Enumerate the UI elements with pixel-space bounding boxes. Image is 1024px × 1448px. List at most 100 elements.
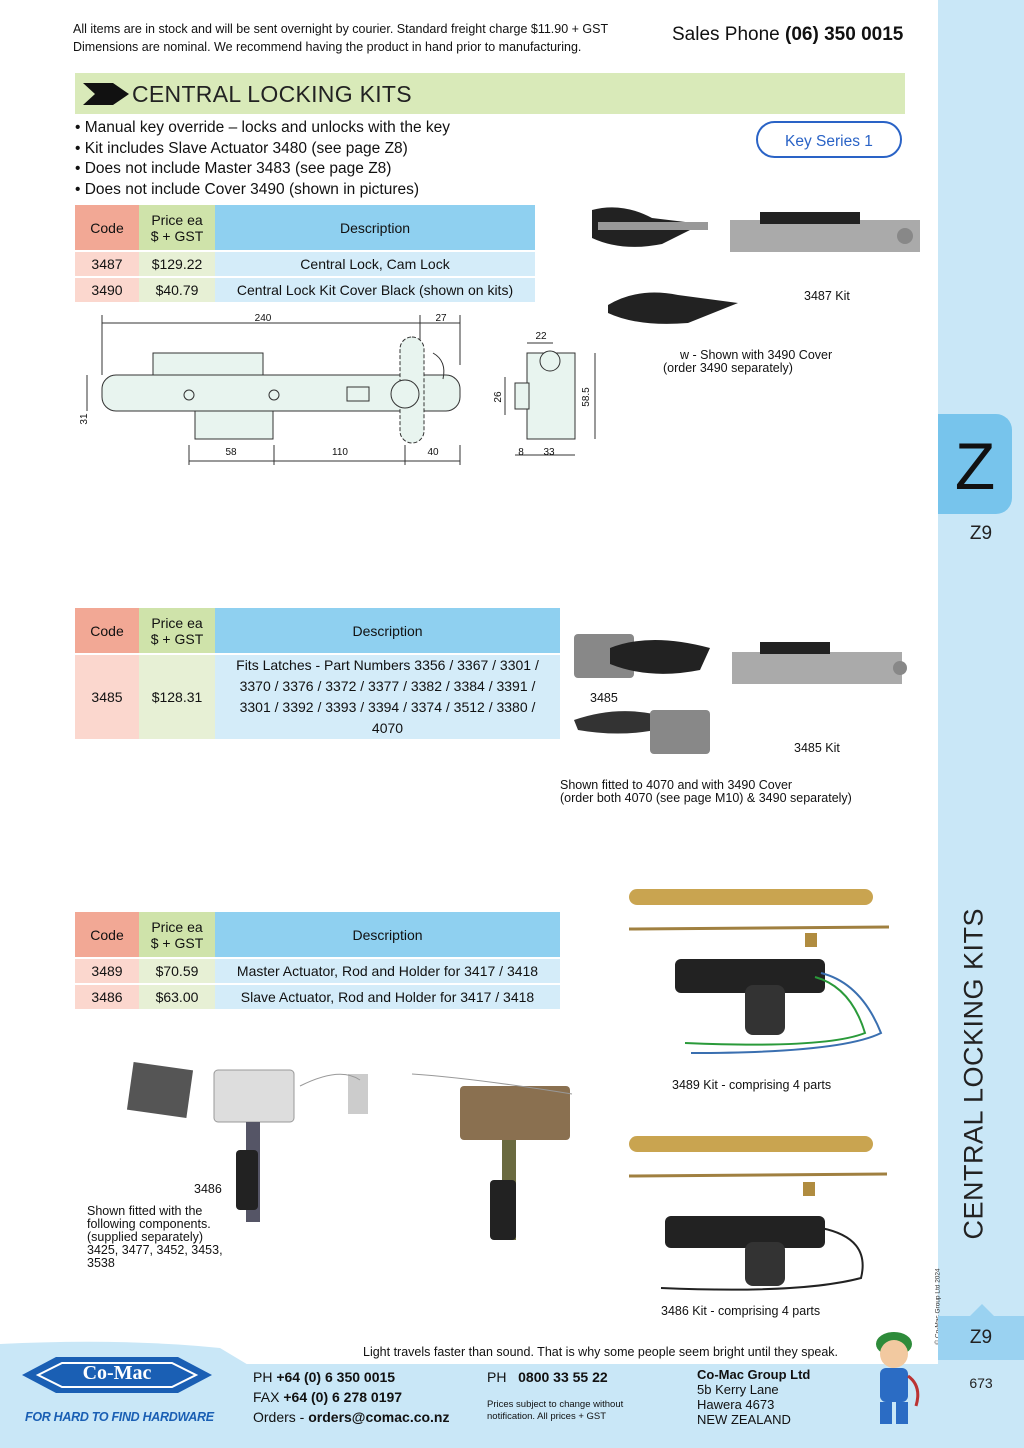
vertical-title: CENTRAL LOCKING KITS (958, 907, 989, 1240)
col-code: Code (75, 205, 139, 252)
caption-line: w - Shown with 3490 Cover (680, 348, 833, 362)
product-photo-3485 (574, 634, 907, 754)
address-block: Co-Mac Group Ltd 5b Kerry Lane Hawera 46… (697, 1367, 810, 1427)
col-description: Description (215, 608, 560, 655)
caption-line: 3538 (87, 1256, 115, 1270)
cell-price: $129.22 (139, 251, 215, 278)
cell-code: 3489 (75, 958, 139, 985)
feature-item: Kit includes Slave Actuator 3480 (see pa… (75, 139, 450, 160)
dim-58-5: 58.5 (581, 387, 592, 407)
contact-block: PH +64 (0) 6 350 0015 FAX +64 (0) 6 278 … (253, 1367, 450, 1427)
price-table-1: Code Price ea$ + GST Description 3487 $1… (75, 205, 535, 304)
comac-logo (22, 1357, 212, 1393)
dim-8: 8 (518, 447, 524, 458)
dim-26: 26 (493, 391, 504, 403)
sales-phone: Sales Phone (06) 350 0015 (672, 24, 903, 46)
arrow-icon (83, 83, 129, 105)
caption-line: Shown fitted with the (87, 1204, 203, 1218)
prices-note: Prices subject to change without notific… (487, 1399, 624, 1422)
caption-line: Shown fitted to 4070 and with 3490 Cover (560, 778, 793, 792)
dim-27: 27 (435, 313, 447, 324)
table-row: 3485 $128.31 Fits Latches - Part Numbers… (75, 654, 560, 741)
col-price: Price ea$ + GST (139, 205, 215, 252)
ph2-number[interactable]: 0800 33 55 22 (518, 1369, 608, 1385)
mascot-illustration (876, 1332, 920, 1424)
caption-line: (order 3490 separately) (663, 361, 793, 375)
cell-description: Master Actuator, Rod and Holder for 3417… (215, 958, 560, 985)
dim-240: 240 (255, 313, 272, 324)
caption-cover: w - Shown with 3490 Cover (order 3490 se… (663, 349, 832, 375)
fax-label: FAX (253, 1389, 280, 1405)
col-price: Price ea$ + GST (139, 912, 215, 959)
table-row: 3490 $40.79 Central Lock Kit Cover Black… (75, 277, 535, 304)
address-line: Hawera 4673 (697, 1397, 775, 1412)
table-row: 3487 $129.22 Central Lock, Cam Lock (75, 251, 535, 278)
cell-price: $63.00 (139, 984, 215, 1011)
cell-price: $128.31 (139, 654, 215, 741)
sales-number[interactable]: (06) 350 0015 (785, 24, 904, 45)
cell-code: 3490 (75, 277, 139, 304)
dim-58: 58 (225, 447, 237, 458)
ph2-label: PH (487, 1369, 507, 1385)
cell-code: 3485 (75, 654, 139, 741)
company-name: Co-Mac Group Ltd (697, 1367, 811, 1382)
price-table-3: Code Price ea$ + GST Description 3489 $7… (75, 912, 560, 1011)
caption-line: following components. (87, 1217, 211, 1231)
cell-description: Central Lock, Cam Lock (215, 251, 535, 278)
ph-number[interactable]: +64 (0) 6 350 0015 (276, 1369, 396, 1385)
product-photo-3486 (628, 1136, 888, 1291)
tagline: FOR HARD TO FIND HARDWARE (25, 1410, 214, 1424)
cell-description: Fits Latches - Part Numbers 3356 / 3367 … (215, 654, 560, 741)
col-code: Code (75, 912, 139, 959)
key-series-badge: Key Series 1 (756, 121, 902, 158)
cell-price: $70.59 (139, 958, 215, 985)
feature-list: Manual key override – locks and unlocks … (75, 118, 450, 200)
feature-item: Does not include Cover 3490 (shown in pi… (75, 180, 450, 201)
caption-components: Shown fitted with the following componen… (87, 1205, 223, 1270)
installation-photo (126, 1062, 573, 1240)
caption-3485: 3485 (590, 691, 618, 705)
page-code: Z9 (969, 523, 993, 544)
orders-email[interactable]: orders@comac.co.nz (308, 1409, 450, 1425)
table-header-row: Code Price ea$ + GST Description (75, 608, 560, 655)
orders-label: Orders - (253, 1409, 305, 1425)
page-tab-notch-icon (968, 1304, 996, 1318)
section-tab (938, 414, 1012, 514)
feature-item: Manual key override – locks and unlocks … (75, 118, 450, 139)
feature-item: Does not include Master 3483 (see page Z… (75, 159, 450, 180)
cell-code: 3487 (75, 251, 139, 278)
sidebar (938, 0, 1024, 1448)
freephone-block: PH 0800 33 55 22 (487, 1367, 608, 1387)
section-letter: Z (954, 429, 996, 503)
caption-line: (order both 4070 (see page M10) & 3490 s… (560, 791, 852, 805)
price-table-2: Code Price ea$ + GST Description 3485 $1… (75, 608, 560, 741)
caption-fitted: Shown fitted to 4070 and with 3490 Cover… (560, 779, 852, 805)
dim-31: 31 (79, 413, 90, 425)
table-row: 3489 $70.59 Master Actuator, Rod and Hol… (75, 958, 560, 985)
cell-code: 3486 (75, 984, 139, 1011)
caption-3485-kit: 3485 Kit (794, 741, 840, 755)
caption-line: 3425, 3477, 3452, 3453, (87, 1243, 223, 1257)
table-header-row: Code Price ea$ + GST Description (75, 912, 560, 959)
caption-3486-kit: 3486 Kit - comprising 4 parts (661, 1304, 821, 1318)
caption-line: (supplied separately) (87, 1230, 204, 1244)
dim-22: 22 (535, 331, 547, 342)
table-header-row: Code Price ea$ + GST Description (75, 205, 535, 252)
address-line: 5b Kerry Lane (697, 1382, 779, 1397)
page-number: 673 (969, 1375, 993, 1391)
cell-description: Slave Actuator, Rod and Holder for 3417 … (215, 984, 560, 1011)
table-row: 3486 $63.00 Slave Actuator, Rod and Hold… (75, 984, 560, 1011)
caption-3486: 3486 (194, 1182, 222, 1196)
freight-notice: All items are in stock and will be sent … (73, 20, 608, 56)
product-photo-3487 (592, 207, 920, 324)
product-photo-3489 (628, 889, 890, 1054)
notice-line-1: All items are in stock and will be sent … (73, 22, 609, 36)
caption-3487-kit: 3487 Kit (804, 289, 850, 303)
section-title: CENTRAL LOCKING KITS (132, 81, 412, 107)
col-description: Description (215, 912, 560, 959)
col-price: Price ea$ + GST (139, 608, 215, 655)
section-banner: CENTRAL LOCKING KITS (75, 73, 905, 114)
ph-label: PH (253, 1369, 273, 1385)
cell-price: $40.79 (139, 277, 215, 304)
col-code: Code (75, 608, 139, 655)
